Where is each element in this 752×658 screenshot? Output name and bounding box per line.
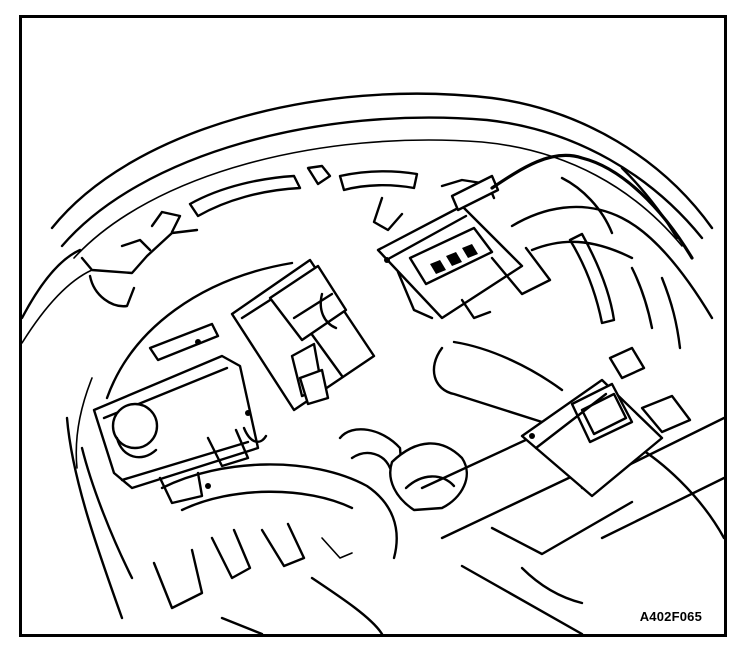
figure-frame: A402F065 <box>19 15 727 637</box>
sensor-electrical-connector <box>230 258 376 412</box>
fuel-pump-module-illustration <box>22 92 724 634</box>
lower-reservoir-ring <box>152 463 398 634</box>
pump-electrical-connector <box>520 378 664 498</box>
fuel-feed-hose <box>338 340 564 512</box>
figure-code: A402F065 <box>639 609 702 624</box>
right-flange-slots <box>568 232 692 434</box>
wiring-bundle <box>490 153 714 320</box>
pressure-sensor <box>92 322 268 505</box>
wiring-harness-connector <box>376 174 552 320</box>
module-inner-plate <box>65 261 294 620</box>
left-retaining-tab <box>80 210 199 308</box>
module-flange-arcs <box>22 92 714 344</box>
